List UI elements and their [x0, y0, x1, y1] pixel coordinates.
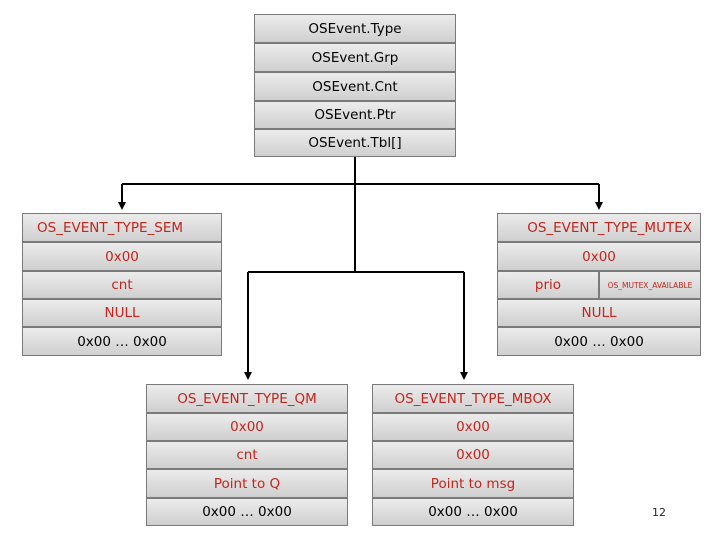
field-event-grp: OSEvent.Grp — [254, 43, 456, 72]
mutex-row-available: OS_MUTEX_AVAILABLE — [599, 271, 701, 299]
sem-row-cnt: cnt — [22, 271, 222, 299]
sem-title: OS_EVENT_TYPE_SEM — [22, 213, 222, 242]
qm-title: OS_EVENT_TYPE_QM — [146, 384, 348, 413]
field-event-cnt: OSEvent.Cnt — [254, 72, 456, 101]
page-number: 12 — [652, 506, 666, 519]
mbox-title: OS_EVENT_TYPE_MBOX — [372, 384, 574, 413]
field-event-type: OSEvent.Type — [254, 14, 456, 43]
mutex-row-1: 0x00 — [497, 242, 701, 271]
mbox-row-point-msg: Point to msg — [372, 469, 574, 498]
field-event-ptr: OSEvent.Ptr — [254, 101, 456, 129]
mbox-row-1: 0x00 — [372, 413, 574, 441]
mutex-row-null: NULL — [497, 299, 701, 327]
field-event-tbl: OSEvent.Tbl[] — [254, 129, 456, 157]
qm-row-point-q: Point to Q — [146, 469, 348, 498]
mutex-row-prio: prio — [497, 271, 599, 299]
sem-row-table: 0x00 … 0x00 — [22, 327, 222, 356]
sem-row-null: NULL — [22, 299, 222, 327]
mutex-title: OS_EVENT_TYPE_MUTEX — [497, 213, 701, 242]
mutex-row-table: 0x00 … 0x00 — [497, 327, 701, 356]
qm-row-1: 0x00 — [146, 413, 348, 441]
mbox-row-2: 0x00 — [372, 441, 574, 469]
sem-row-1: 0x00 — [22, 242, 222, 271]
mbox-row-table: 0x00 … 0x00 — [372, 498, 574, 526]
qm-row-table: 0x00 … 0x00 — [146, 498, 348, 526]
qm-row-cnt: cnt — [146, 441, 348, 469]
